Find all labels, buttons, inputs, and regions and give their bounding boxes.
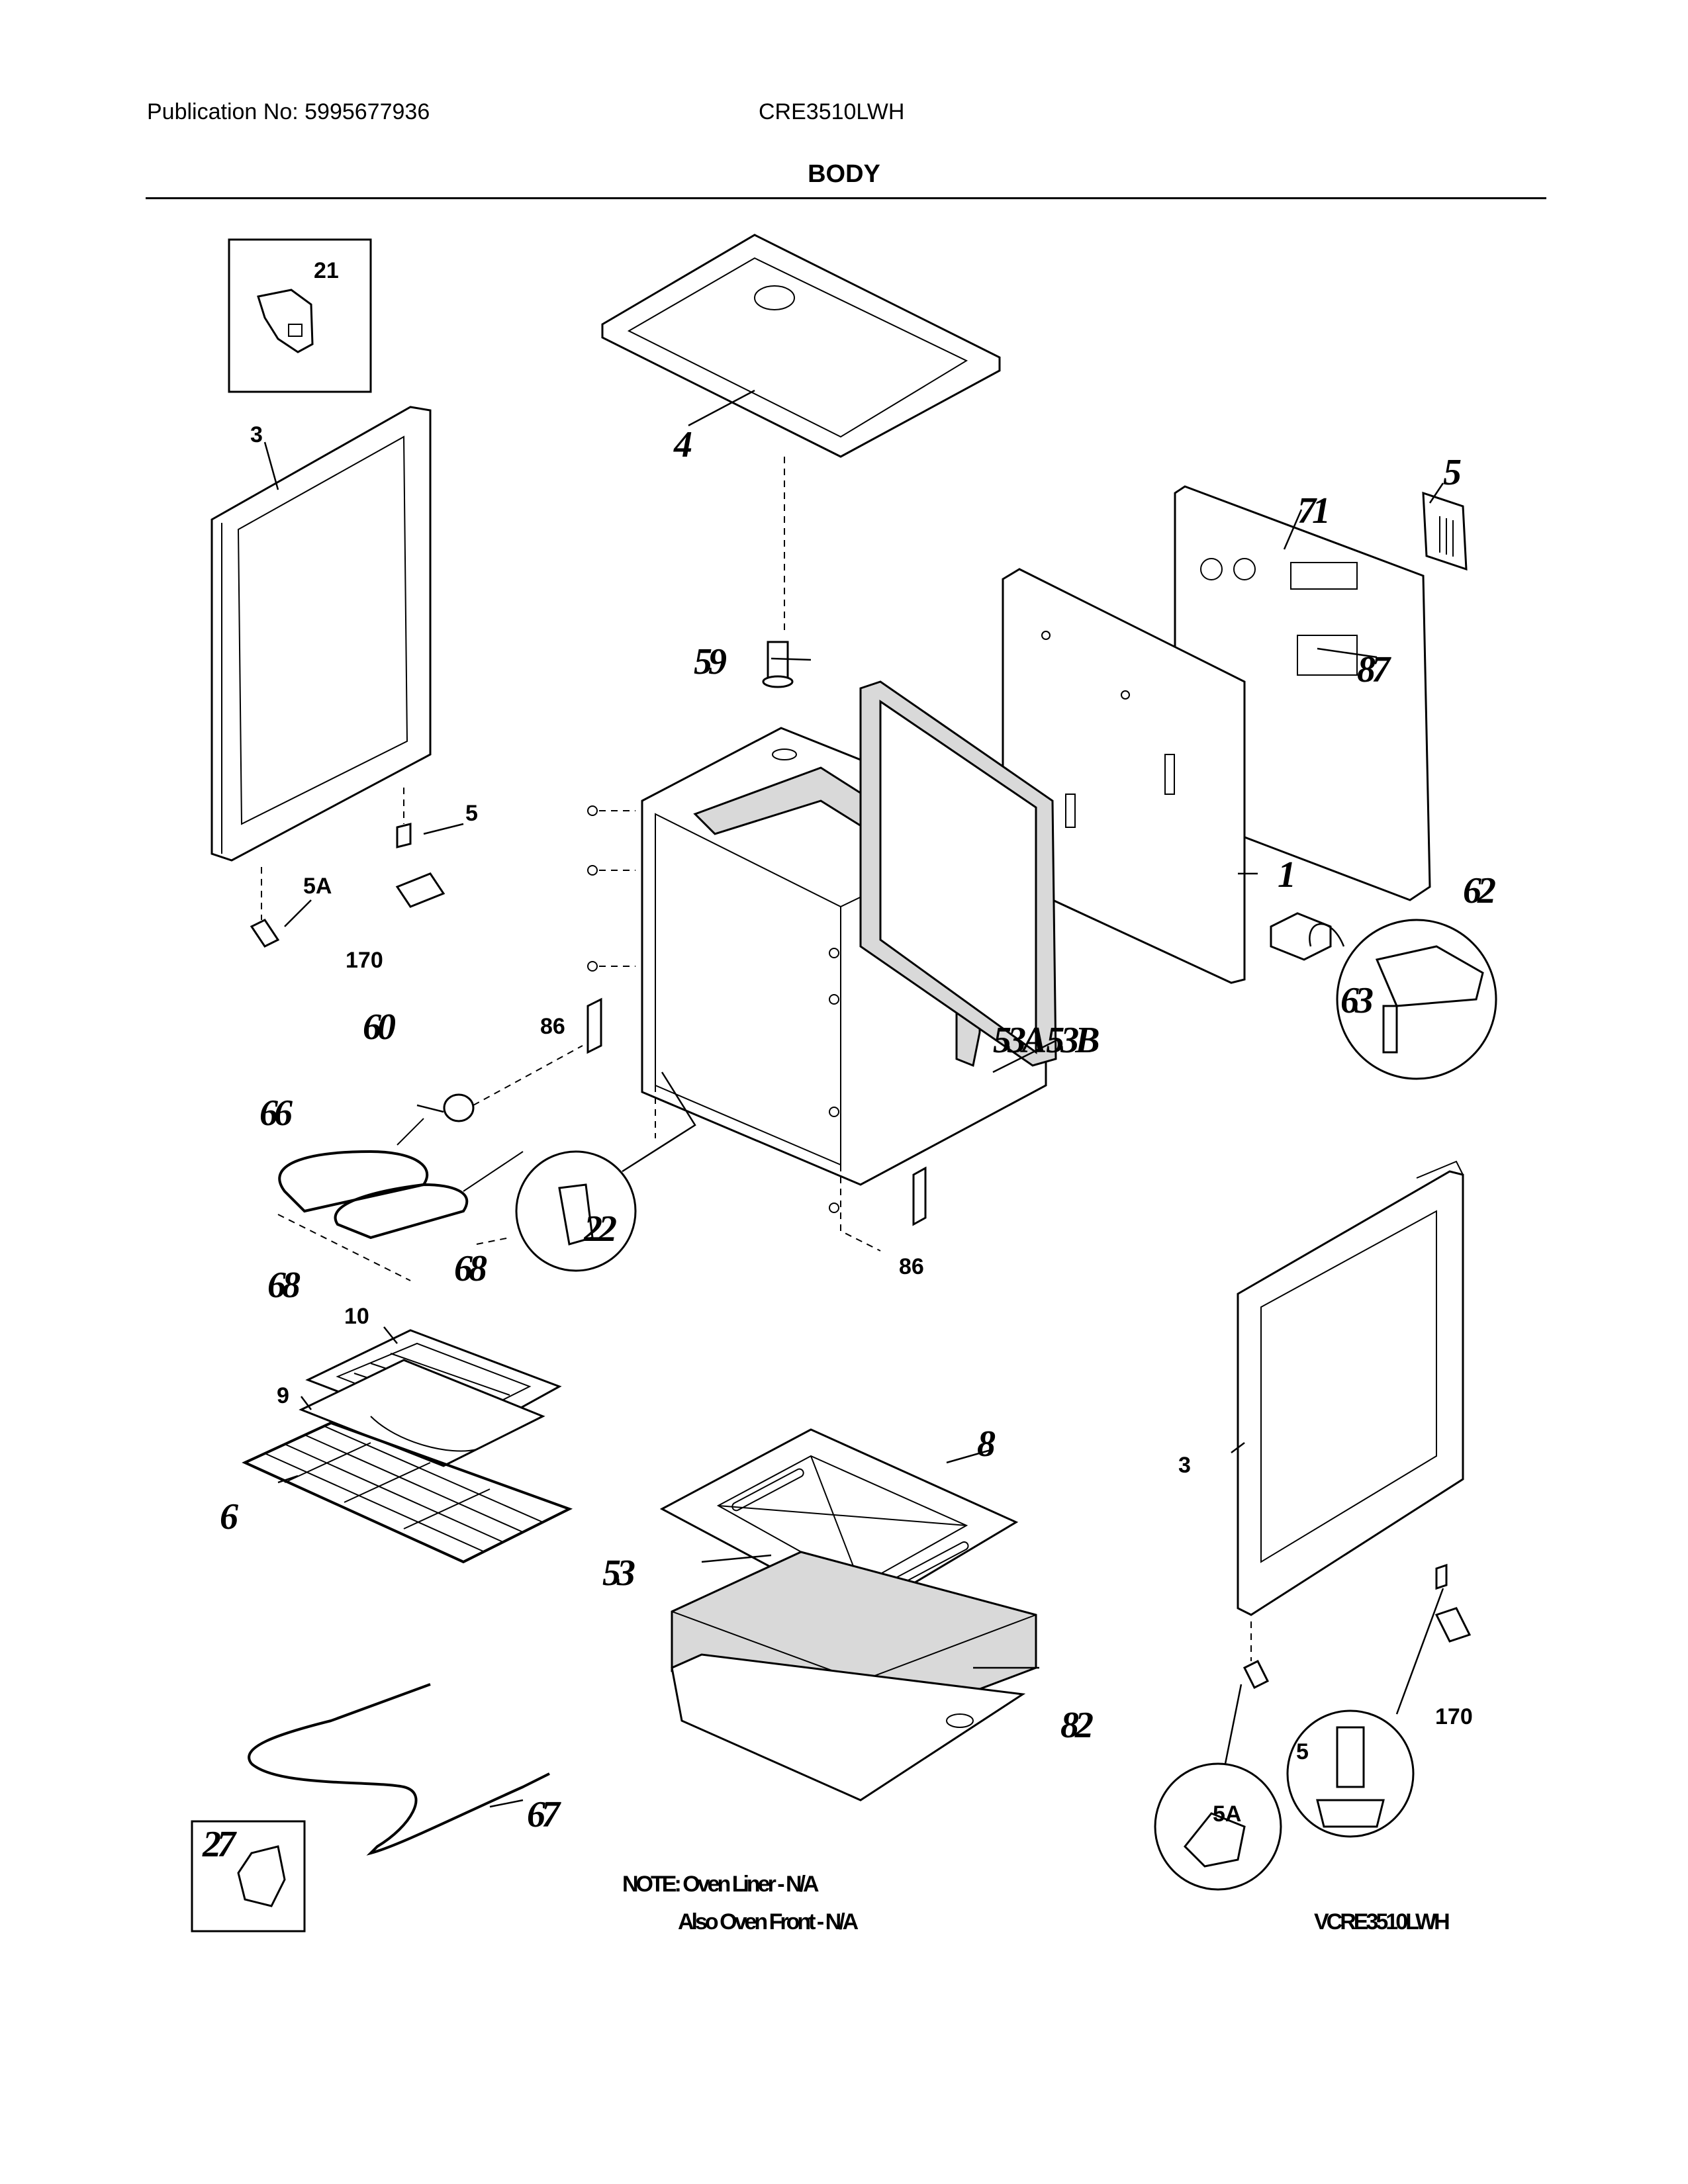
model-number: CRE3510LWH	[759, 99, 905, 124]
bottom-plate	[671, 1653, 1026, 1801]
part-62-inset	[1309, 919, 1497, 1080]
header-divider	[146, 197, 1546, 199]
right-leg-hardware	[1223, 1563, 1472, 1768]
callout-3-left: 3	[250, 422, 263, 447]
callout-68-b: 68	[454, 1248, 487, 1289]
callout-5-vent: 5	[1443, 452, 1461, 493]
callout-66: 66	[259, 1093, 293, 1134]
callout-59: 59	[694, 641, 727, 682]
left-leg-hardware	[250, 788, 445, 948]
callout-170-right: 170	[1435, 1704, 1473, 1729]
part-59	[762, 641, 794, 688]
callout-67: 67	[527, 1794, 561, 1835]
callout-60: 60	[363, 1007, 396, 1048]
front-insulation	[859, 680, 1057, 1067]
callout-86-left: 86	[540, 1014, 565, 1039]
callout-71: 71	[1297, 490, 1327, 531]
callout-22: 22	[583, 1208, 616, 1250]
section-title: BODY	[808, 160, 880, 188]
callout-10: 10	[344, 1304, 369, 1329]
bake-element	[248, 1683, 550, 1856]
terminal-block	[1270, 912, 1332, 961]
vent-cover	[1422, 491, 1468, 571]
callout-5-left: 5	[465, 801, 478, 826]
callout-63: 63	[1340, 980, 1373, 1021]
callout-82: 82	[1060, 1705, 1093, 1746]
callout-5-circle: 5	[1296, 1739, 1309, 1764]
part-21-inset	[228, 238, 372, 393]
part-22-inset	[515, 1071, 696, 1272]
callout-62: 62	[1463, 870, 1495, 911]
part-5a-inset	[1154, 1762, 1282, 1891]
callout-86-right: 86	[899, 1254, 924, 1279]
hinge-receivers	[586, 997, 927, 1226]
callout-5a-circle: 5A	[1213, 1801, 1241, 1827]
lamp-lens	[443, 1093, 475, 1122]
note-line-2: Also Oven Front - N/A	[678, 1909, 859, 1934]
callout-27: 27	[202, 1824, 237, 1865]
callout-6: 6	[220, 1496, 238, 1537]
oven-rack	[242, 1421, 573, 1564]
callout-9: 9	[277, 1383, 289, 1408]
part-27-inset	[191, 1820, 306, 1933]
left-side-panel	[211, 406, 432, 862]
top-panel	[601, 234, 1001, 458]
right-side-panel	[1237, 1160, 1464, 1616]
liner-screws	[587, 805, 839, 1213]
callout-4: 4	[673, 424, 692, 465]
callout-21: 21	[314, 258, 339, 283]
callout-170-left: 170	[346, 948, 383, 973]
callout-68-a: 68	[267, 1265, 301, 1306]
callout-53: 53	[602, 1553, 635, 1594]
diagram-code: VCRE3510LWH	[1314, 1909, 1449, 1934]
callout-1: 1	[1278, 854, 1293, 895]
note-line-1: NOTE: Oven Liner - N/A	[622, 1872, 819, 1897]
publication-number: Publication No: 5995677936	[147, 99, 430, 124]
leader-lines	[263, 389, 1444, 1808]
part-5-inset	[1286, 1709, 1415, 1838]
broil-element	[277, 1118, 524, 1281]
callout-8: 8	[977, 1424, 996, 1465]
callout-5a-left: 5A	[303, 874, 332, 899]
callout-53a-53b: 53A 53B	[993, 1020, 1099, 1061]
callout-3-right: 3	[1178, 1453, 1191, 1478]
